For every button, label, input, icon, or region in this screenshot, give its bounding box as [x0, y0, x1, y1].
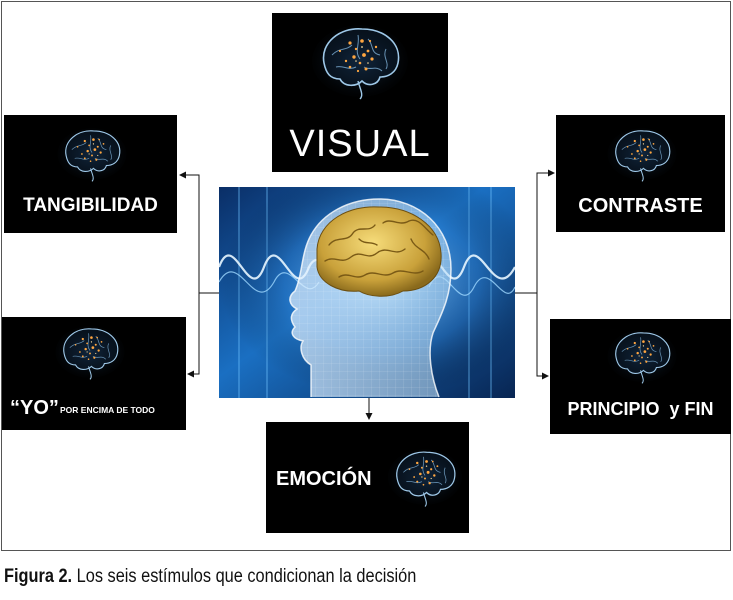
stimulus-principio-y-fin: PRINCIPIO y FIN: [550, 319, 731, 434]
principio-label: PRINCIPIO y FIN: [567, 399, 714, 419]
brain-icon: [56, 127, 128, 182]
stimulus-emocion: EMOCIÓN: [266, 422, 469, 533]
brain-icon: [606, 127, 678, 182]
yo-sublabel: POR ENCIMA DE TODO: [60, 405, 155, 415]
figure-caption: Figura 2. Los seis estímulos que condici…: [4, 566, 416, 588]
brain-icon: [387, 448, 463, 508]
tangibilidad-label: TANGIBILIDAD: [23, 195, 158, 216]
head-brain-image: [219, 187, 515, 398]
stimulus-tangibilidad: TANGIBILIDAD: [4, 115, 177, 233]
caption-text: Los seis estímulos que condicionan la de…: [72, 566, 417, 587]
brain-icon: [54, 325, 126, 380]
yo-label: “YO”: [10, 397, 59, 419]
contraste-label: CONTRASTE: [578, 195, 703, 217]
stimulus-yo: “YO” POR ENCIMA DE TODO: [2, 317, 186, 430]
caption-label: Figura 2.: [4, 566, 73, 587]
brain-icon: [311, 24, 409, 100]
stimulus-contraste: CONTRASTE: [556, 115, 725, 232]
stimulus-visual: VISUAL: [272, 13, 448, 172]
brain-icon: [606, 329, 678, 384]
emocion-label: EMOCIÓN: [276, 468, 372, 490]
visual-label: VISUAL: [289, 123, 431, 165]
